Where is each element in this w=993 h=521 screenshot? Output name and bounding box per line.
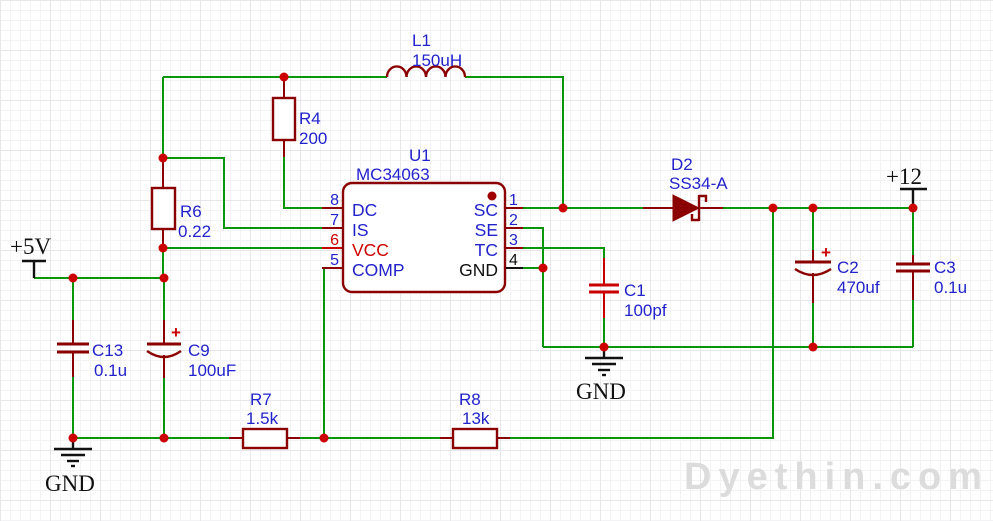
r7-value: 1.5k [246, 409, 279, 428]
junction-dot [158, 153, 168, 163]
vin-label: +5V [10, 234, 51, 259]
junction-dot [279, 72, 289, 82]
junction-dot [808, 342, 818, 352]
c9-plate-curved [146, 350, 182, 359]
inductor-coil [385, 65, 467, 78]
c2-plate-curved [794, 267, 832, 277]
component-c9-capacitor[interactable]: + C9 100uF [146, 320, 236, 380]
u1-ref: U1 [409, 146, 431, 165]
c1-ref: C1 [624, 281, 646, 300]
u1-pin3-name: TC [475, 240, 498, 260]
junction-dot [319, 433, 329, 443]
junction-dot [68, 433, 78, 443]
d2-triangle [672, 194, 701, 222]
u1-pin2-name: SE [475, 220, 498, 240]
component-c13-capacitor[interactable]: C13 0.1u [57, 320, 127, 380]
u1-pin1-num: 1 [509, 192, 518, 209]
gnd-symbol-mid[interactable]: GND [576, 347, 626, 404]
gnd-left-label: GND [45, 471, 95, 496]
u1-pin5-num: 5 [330, 252, 339, 269]
r6-body [150, 186, 177, 231]
component-c3-capacitor[interactable]: C3 0.1u [896, 255, 967, 300]
component-r8-resistor[interactable]: R8 13k [440, 390, 510, 450]
c9-value: 100uF [188, 361, 236, 380]
junction-dot [599, 342, 609, 352]
r6-value: 0.22 [178, 222, 211, 241]
d2-schottky-hook-bottom [690, 214, 699, 222]
wires [34, 76, 914, 439]
wire-is[interactable] [163, 157, 322, 229]
junction-dot [808, 203, 818, 213]
component-c1-capacitor[interactable]: C1 100pf [589, 258, 667, 320]
c9-polarity-plus: + [171, 323, 181, 342]
gnd-symbol-left[interactable]: GND [45, 438, 95, 496]
c13-value: 0.1u [94, 361, 127, 380]
c3-ref: C3 [934, 258, 956, 277]
junction-dots [68, 72, 918, 443]
watermark: Dyethin.com [684, 456, 990, 498]
net-label-vin[interactable]: +5V [10, 234, 51, 278]
net-label-vout[interactable]: +12 [886, 164, 927, 208]
r4-ref: R4 [299, 109, 321, 128]
component-u1-ic[interactable]: U1 MC34063 8 7 6 5 1 2 3 4 DC IS VCC COM… [322, 146, 523, 294]
u1-pin6-num: 6 [330, 232, 339, 249]
u1-pin1-marker [487, 191, 497, 201]
gnd-mid-label: GND [576, 379, 626, 404]
u1-part: MC34063 [356, 165, 430, 184]
r7-ref: R7 [250, 390, 272, 409]
wire-dc[interactable] [283, 157, 322, 209]
u1-pin3-num: 3 [509, 232, 518, 249]
r6-ref: R6 [180, 202, 202, 221]
junction-dot [159, 273, 169, 283]
u1-pin8-name: DC [352, 200, 377, 220]
junction-dot [159, 433, 169, 443]
component-r4-resistor[interactable]: R4 200 [271, 77, 327, 157]
component-c2-capacitor[interactable]: + C2 470uf [794, 243, 880, 303]
junction-dot [158, 243, 168, 253]
component-l1-inductor[interactable]: L1 150uH [385, 31, 467, 78]
u1-body [341, 181, 507, 294]
u1-pin5-name: COMP [352, 260, 405, 280]
d2-ref: D2 [671, 155, 693, 174]
r8-value: 13k [462, 409, 490, 428]
d2-value: SS34-A [669, 174, 728, 193]
u1-pin2-num: 2 [509, 212, 518, 229]
r4-value: 200 [299, 129, 327, 148]
c2-value: 470uf [837, 278, 880, 297]
r4-body [271, 96, 297, 142]
l1-value: 150uH [412, 51, 462, 70]
wire-tc[interactable] [523, 247, 605, 258]
u1-pin7-name: IS [352, 220, 369, 240]
d2-schottky-hook-top [699, 194, 708, 202]
vout-label: +12 [886, 164, 922, 189]
u1-pin8-num: 8 [330, 192, 339, 209]
junction-dot [768, 203, 778, 213]
c13-ref: C13 [92, 341, 123, 360]
wire-fb-right[interactable] [510, 208, 774, 439]
u1-pin4-num: 4 [509, 252, 518, 269]
c2-ref: C2 [837, 258, 859, 277]
u1-pin4-name: GND [459, 260, 498, 280]
r8-ref: R8 [459, 390, 481, 409]
c2-polarity-plus: + [821, 243, 831, 262]
component-r6-resistor[interactable]: R6 0.22 [150, 158, 211, 250]
c1-value: 100pf [624, 301, 667, 320]
l1-ref: L1 [412, 31, 431, 50]
r8-body [451, 427, 499, 450]
junction-dot [538, 263, 548, 273]
junction-dot [558, 203, 568, 213]
wire-se[interactable] [523, 227, 544, 347]
wire-l1-right[interactable] [465, 76, 564, 208]
component-d2-diode[interactable]: D2 SS34-A [643, 155, 728, 222]
junction-dot [908, 203, 918, 213]
c9-ref: C9 [188, 341, 210, 360]
c3-value: 0.1u [934, 278, 967, 297]
u1-pin7-num: 7 [330, 212, 339, 229]
junction-dot [68, 273, 78, 283]
component-r7-resistor[interactable]: R7 1.5k [229, 390, 300, 450]
u1-pin6-name: VCC [352, 240, 389, 260]
r7-body [241, 427, 289, 450]
u1-pin1-name: SC [474, 200, 498, 220]
